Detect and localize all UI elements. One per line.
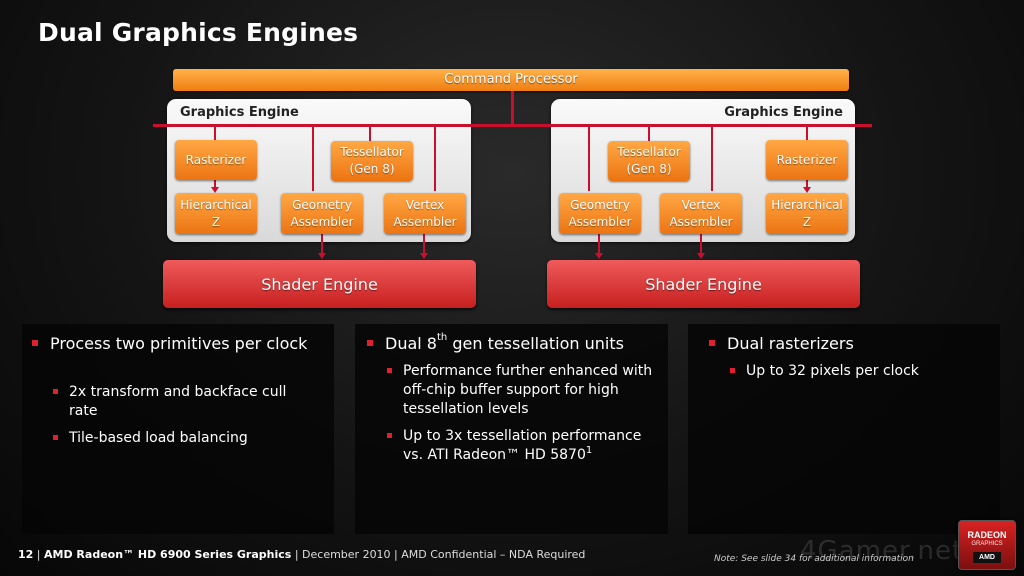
middle-main-bullet: Dual 8th gen tessellation units xyxy=(367,332,665,354)
middle-sub-bullet-1: Performance further enhanced with off-ch… xyxy=(387,362,658,419)
footer-separator: | xyxy=(33,548,45,561)
logo-amd-text: AMD xyxy=(973,552,1001,563)
logo-graphics-text: GRAPHICS xyxy=(971,541,1003,547)
arrow-left-vtx-shader xyxy=(420,253,428,259)
arrow-left-geo-shader xyxy=(318,253,326,259)
left-vertex-assembler-block: Vertex Assembler xyxy=(384,193,466,234)
footer-details: | December 2010 | AMD Confidential – NDA… xyxy=(291,548,586,561)
left-rasterizer-block: Rasterizer xyxy=(175,140,257,180)
left-main-text: Process two primitives per clock xyxy=(50,334,308,353)
right-vertex-assembler-block: Vertex Assembler xyxy=(660,193,742,234)
bullet-marker xyxy=(709,340,715,346)
bus-left-geometry xyxy=(312,124,314,191)
bus-left-raster-to-hz xyxy=(214,180,216,189)
arrow-right-geo-shader xyxy=(595,253,603,259)
right-tessellator-block: Tessellator (Gen 8) xyxy=(608,141,690,181)
right-geometry-assembler-block: Geometry Assembler xyxy=(559,193,641,234)
slide-footer: 12 | AMD Radeon™ HD 6900 Series Graphics… xyxy=(18,548,585,561)
left-main-bullet: Process two primitives per clock xyxy=(32,333,320,354)
bullet-marker xyxy=(32,340,38,346)
bullet-marker xyxy=(367,340,373,346)
watermark-text: 4Gamer.net xyxy=(800,536,964,566)
middle-text-panel: Dual 8th gen tessellation units Performa… xyxy=(355,324,668,534)
left-geometry-assembler-block: Geometry Assembler xyxy=(281,193,363,234)
bus-right-vtx-shader xyxy=(700,234,702,254)
left-sub-bullet-2: Tile-based load balancing xyxy=(53,429,319,448)
bus-left-vtx-shader xyxy=(423,234,425,254)
right-hierarchical-z-block: Hierarchical Z xyxy=(766,193,848,234)
horizontal-bus xyxy=(153,124,872,127)
bus-right-geometry xyxy=(588,124,590,191)
footnote-marker: 1 xyxy=(585,445,593,456)
left-sub-text-2: Tile-based load balancing xyxy=(69,430,248,446)
middle-main-superscript: th xyxy=(436,332,448,343)
bus-right-geo-shader xyxy=(598,234,600,254)
right-sub-text-1: Up to 32 pixels per clock xyxy=(746,363,919,379)
right-sub-bullet-1: Up to 32 pixels per clock xyxy=(730,362,991,381)
bus-right-rasterizer xyxy=(806,124,808,140)
bus-left-vertex xyxy=(434,124,436,191)
bullet-marker xyxy=(387,368,392,373)
bus-right-tessellator xyxy=(648,124,650,141)
middle-main-suffix: gen tessellation units xyxy=(447,334,624,353)
left-tessellator-block: Tessellator (Gen 8) xyxy=(331,141,413,181)
right-text-panel: Dual rasterizers Up to 32 pixels per clo… xyxy=(688,324,1000,534)
bus-left-tessellator xyxy=(369,124,371,141)
left-sub-bullet-1: 2x transform and backface cull rate xyxy=(53,383,319,421)
right-main-bullet: Dual rasterizers xyxy=(709,333,987,354)
bus-right-raster-to-hz xyxy=(806,180,808,189)
bus-left-rasterizer xyxy=(214,124,216,140)
right-main-text: Dual rasterizers xyxy=(727,334,854,353)
logo-radeon-text: RADEON xyxy=(967,530,1007,540)
footer-product: AMD Radeon™ HD 6900 Series Graphics xyxy=(44,548,292,561)
footer-note: Note: See slide 34 for additional inform… xyxy=(714,554,914,564)
left-shader-engine-block: Shader Engine xyxy=(163,260,476,308)
arrow-right-vtx-shader xyxy=(697,253,705,259)
left-graphics-engine-label: Graphics Engine xyxy=(180,105,299,120)
left-hierarchical-z-block: Hierarchical Z xyxy=(175,193,257,234)
middle-sub-text-1: Performance further enhanced with off-ch… xyxy=(403,363,653,417)
arrow-left-hz xyxy=(211,187,219,193)
bullet-marker xyxy=(730,368,735,373)
arrow-right-hz xyxy=(803,187,811,193)
bus-right-vertex xyxy=(711,124,713,191)
bullet-marker xyxy=(387,433,392,438)
command-bus-vertical xyxy=(511,91,514,125)
bullet-marker xyxy=(53,389,58,394)
radeon-graphics-logo: RADEON GRAPHICS AMD xyxy=(958,520,1016,570)
slide-title: Dual Graphics Engines xyxy=(38,18,359,47)
left-sub-text-1: 2x transform and backface cull rate xyxy=(69,384,287,419)
right-rasterizer-block: Rasterizer xyxy=(766,140,848,180)
bullet-marker xyxy=(53,435,58,440)
left-text-panel: Process two primitives per clock 2x tran… xyxy=(22,324,334,534)
middle-sub-text-2: Up to 3x tessellation performance vs. AT… xyxy=(403,428,642,463)
page-number: 12 xyxy=(18,548,34,561)
bus-left-geo-shader xyxy=(321,234,323,254)
middle-sub-bullet-2: Up to 3x tessellation performance vs. AT… xyxy=(387,427,658,465)
right-graphics-engine-label: Graphics Engine xyxy=(724,105,843,120)
command-processor-block: Command Processor xyxy=(173,69,849,91)
right-shader-engine-block: Shader Engine xyxy=(547,260,860,308)
middle-main-prefix: Dual 8 xyxy=(385,334,437,353)
